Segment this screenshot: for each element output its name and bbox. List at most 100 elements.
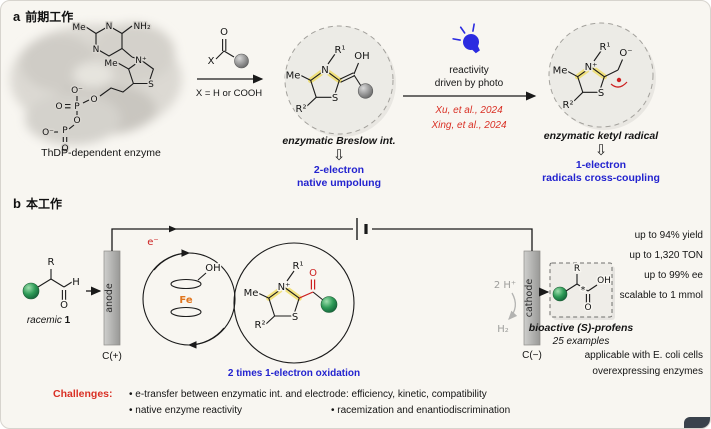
h2-evolution-arrow (508, 292, 518, 320)
panel-a-tag: a (13, 9, 21, 24)
result-yield: up to 94% yield (634, 230, 703, 241)
cathode-terminal: C(−) (522, 350, 542, 361)
atom-int-o: O (309, 268, 317, 279)
thdp-enzyme: Me NH₂ N N Me N⁺ S O P O⁻ O O P O⁻ O (10, 21, 182, 156)
protein-blob (10, 23, 182, 145)
atom-breslow-r1: R¹ (335, 45, 346, 56)
atom-me-thz: Me (104, 59, 118, 69)
substrate-1 (22, 269, 73, 300)
down-block-arrow-1: ⇩ (332, 147, 346, 164)
reference-2: Xing, et al., 2024 (431, 120, 507, 131)
challenges-label: Challenges: (53, 388, 113, 400)
atom-ketyl-r2: R² (563, 100, 574, 111)
breslow-note-2: native umpolung (297, 177, 381, 189)
atom-ketyl-nplus: N⁺ (585, 62, 598, 73)
atom-breslow-me: Me (286, 71, 301, 82)
result-ecoli: applicable with E. coli cells (584, 350, 703, 361)
atom-o-acyl: O (220, 27, 228, 38)
down-block-arrow-2: ⇩ (594, 142, 608, 159)
product-box: R * O OH (549, 262, 615, 320)
result-overexpressing: overexpressing enzymes (592, 366, 703, 377)
substrate-number: 1 (64, 315, 71, 326)
ketyl-radical: N⁺ R¹ Me S R² O⁻ (548, 22, 656, 130)
atom-p1: P (74, 102, 80, 112)
panel-b-title: 本工作 (25, 197, 62, 211)
atom-sub-o: O (60, 300, 68, 311)
panel-a-heading: a 前期工作 (13, 8, 73, 26)
atom-breslow-r2: R² (296, 104, 307, 115)
atom-x: X (208, 56, 215, 67)
atom-n2: N (93, 45, 100, 55)
result-ee: up to 99% ee (644, 270, 703, 281)
atom-nh2: NH₂ (133, 22, 151, 32)
atom-int-r1: R¹ (293, 261, 304, 272)
atom-prod-o: O (584, 303, 591, 313)
result-scalable: scalable to 1 mmol (619, 290, 703, 301)
result-ton: up to 1,320 TON (629, 250, 703, 261)
atom-prod-oh: OH (597, 276, 611, 286)
challenge-item-1: • e-transfer between enzymatic int. and … (129, 389, 487, 400)
power-supply-symbol (356, 218, 368, 240)
radical-arc (610, 81, 628, 88)
atom-sub-r: R (48, 257, 55, 268)
ketyl-note-1: 1-electron (575, 159, 627, 171)
photo-text-2: driven by photo (434, 78, 504, 89)
atom-prod-r: R (574, 264, 580, 274)
product-examples: 25 examples (552, 336, 610, 347)
atom-sub-h: H (72, 277, 80, 288)
atom-n-plus: N⁺ (135, 56, 147, 66)
ketyl-note-2: radicals cross-coupling (542, 172, 660, 184)
new-bond-red (298, 279, 316, 299)
atom-s: S (148, 80, 154, 90)
atom-int-s: S (292, 312, 298, 323)
anode-terminal: C(+) (102, 351, 122, 362)
thdp-structure (54, 25, 155, 142)
product-caption: bioactive (S)-profens (528, 322, 634, 334)
enzyme-caption: ThDP-dependent enzyme (41, 147, 161, 159)
acyl-substrate (215, 39, 249, 69)
atom-o2-dbl: O (61, 144, 68, 154)
atom-fe: Fe (179, 295, 192, 306)
panel-a-title: 前期工作 (25, 10, 74, 24)
atom-int-me: Me (244, 288, 259, 299)
breslow-note-1: 2-electron (313, 164, 365, 176)
atom-me-pyr: Me (72, 23, 86, 33)
challenge-item-2: • native enzyme reactivity (129, 405, 242, 416)
substrate-caption: racemic 1 (6, 315, 91, 328)
atom-ketyl-s: S (598, 88, 604, 99)
chiral-star: * (581, 285, 586, 296)
atom-int-r2: R² (255, 320, 266, 331)
atom-breslow-n: N (321, 65, 328, 76)
atom-ketyl-ominus: O⁻ (619, 48, 632, 59)
oxidation-note: 2 times 1-electron oxidation (227, 368, 361, 379)
atom-ketyl-me: Me (553, 66, 568, 77)
atom-int-nplus: N⁺ (278, 282, 291, 293)
breslow-intermediate: N R¹ Me S R² OH (284, 25, 396, 137)
atom-breslow-oh: OH (354, 51, 369, 62)
anode-label: anode (104, 283, 115, 313)
lightbulb-icon (452, 23, 480, 54)
condition-text: X = H or COOH (195, 88, 263, 99)
atom-n1: N (106, 22, 113, 32)
reference-1: Xu, et al., 2024 (435, 105, 503, 116)
protons-label: 2 H⁺ (494, 280, 516, 291)
atom-ketyl-r1: R¹ (600, 42, 611, 53)
mediator-cycle: Fe OH (142, 249, 236, 349)
photo-text-1: reactivity (449, 65, 489, 76)
challenge-item-3: • racemization and enantiodiscrimination (331, 405, 511, 416)
breslow-caption: enzymatic Breslow int. (282, 135, 396, 147)
hydrogen-label: H₂ (497, 324, 509, 335)
atom-p2: P (62, 126, 68, 136)
cathode-label: cathode (524, 279, 535, 318)
atom-o1-minus: O⁻ (71, 86, 83, 96)
corner-mark (684, 417, 710, 428)
enzymatic-intermediate-cycle: N⁺ R¹ Me S R² O (233, 242, 355, 364)
ferrocene (170, 272, 207, 318)
atom-o1: O (90, 95, 97, 105)
atom-o2-minus: O⁻ (42, 128, 54, 138)
atom-o1-dbl: O (55, 102, 62, 112)
atom-breslow-s: S (332, 93, 338, 104)
